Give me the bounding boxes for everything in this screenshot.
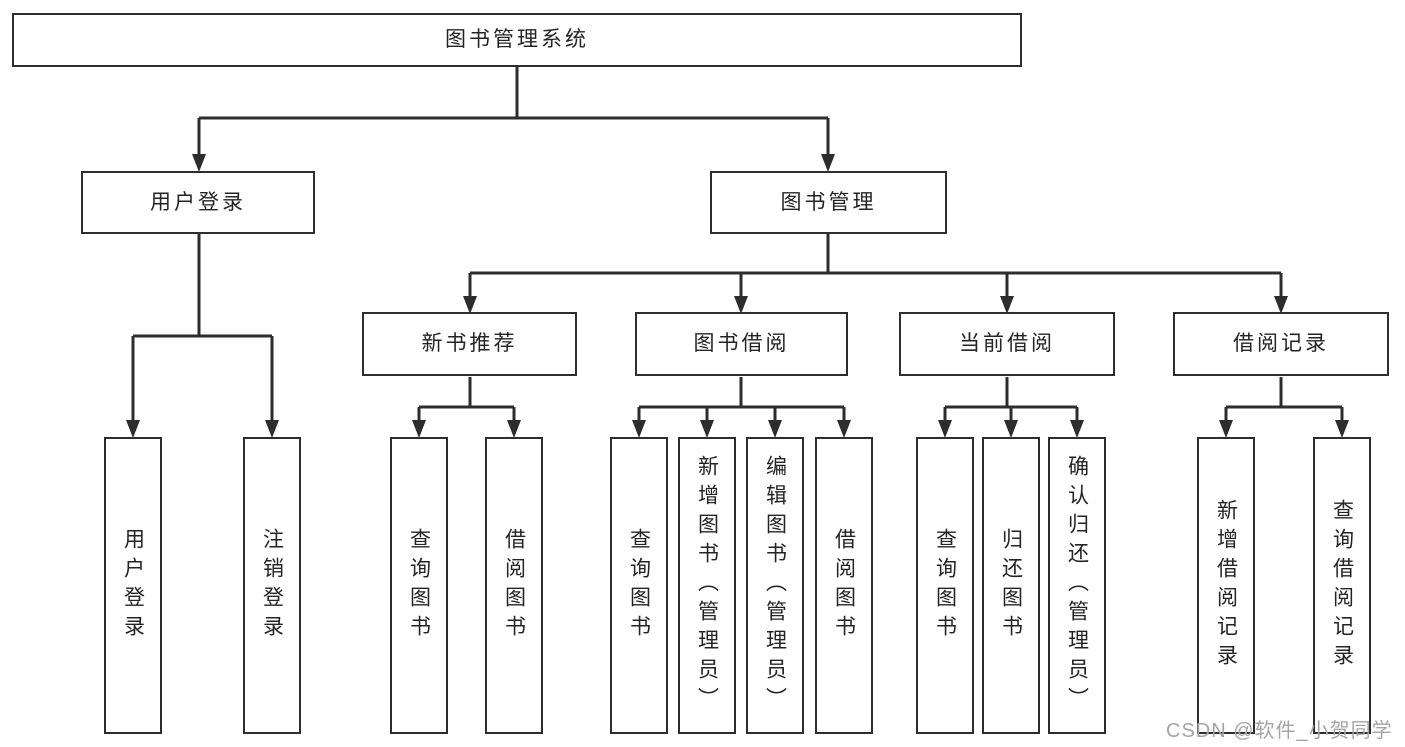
leaf-borrow-books: 借阅图书 <box>815 437 873 734</box>
connector-newbook-to-leaves <box>417 377 516 422</box>
leaf-logout: 注销登录 <box>243 437 301 734</box>
leaf-borrow-books-recommend: 借阅图书 <box>485 437 543 734</box>
node-user-login: 用户登录 <box>81 171 315 234</box>
node-root: 图书管理系统 <box>12 13 1022 67</box>
leaf-return-books: 归还图书 <box>982 437 1040 734</box>
node-current-borrow: 当前借阅 <box>899 312 1115 376</box>
leaf-query-books-current: 查询图书 <box>916 437 974 734</box>
node-book-borrow: 图书借阅 <box>635 312 848 376</box>
watermark: CSDN @软件_小贺同学 <box>1166 720 1393 742</box>
arrowhead-icons <box>126 154 1349 438</box>
node-book-management: 图书管理 <box>710 171 947 234</box>
leaf-confirm-return-admin: 确认归还（管理员） <box>1048 437 1106 734</box>
leaf-query-books-recommend: 查询图书 <box>390 437 448 734</box>
leaf-add-borrow-record: 新增借阅记录 <box>1197 437 1255 734</box>
leaf-add-books-admin: 新增图书（管理员） <box>678 437 736 734</box>
connector-bookmgmt-to-level3 <box>468 234 1283 298</box>
leaf-query-borrow-record: 查询借阅记录 <box>1313 437 1371 734</box>
connector-userlogin-to-leaves <box>131 234 274 422</box>
node-borrow-records: 借阅记录 <box>1173 312 1389 376</box>
connector-root-to-level2 <box>197 67 830 156</box>
leaf-user-login: 用户登录 <box>104 437 162 734</box>
node-new-book-recommend: 新书推荐 <box>362 312 577 376</box>
connector-bookborrow-to-leaves <box>637 377 846 422</box>
leaf-edit-books-admin: 编辑图书（管理员） <box>746 437 804 734</box>
connector-records-to-leaves <box>1224 377 1344 422</box>
connector-currentborrow-to-leaves <box>943 377 1079 422</box>
leaf-query-books-borrow: 查询图书 <box>610 437 668 734</box>
